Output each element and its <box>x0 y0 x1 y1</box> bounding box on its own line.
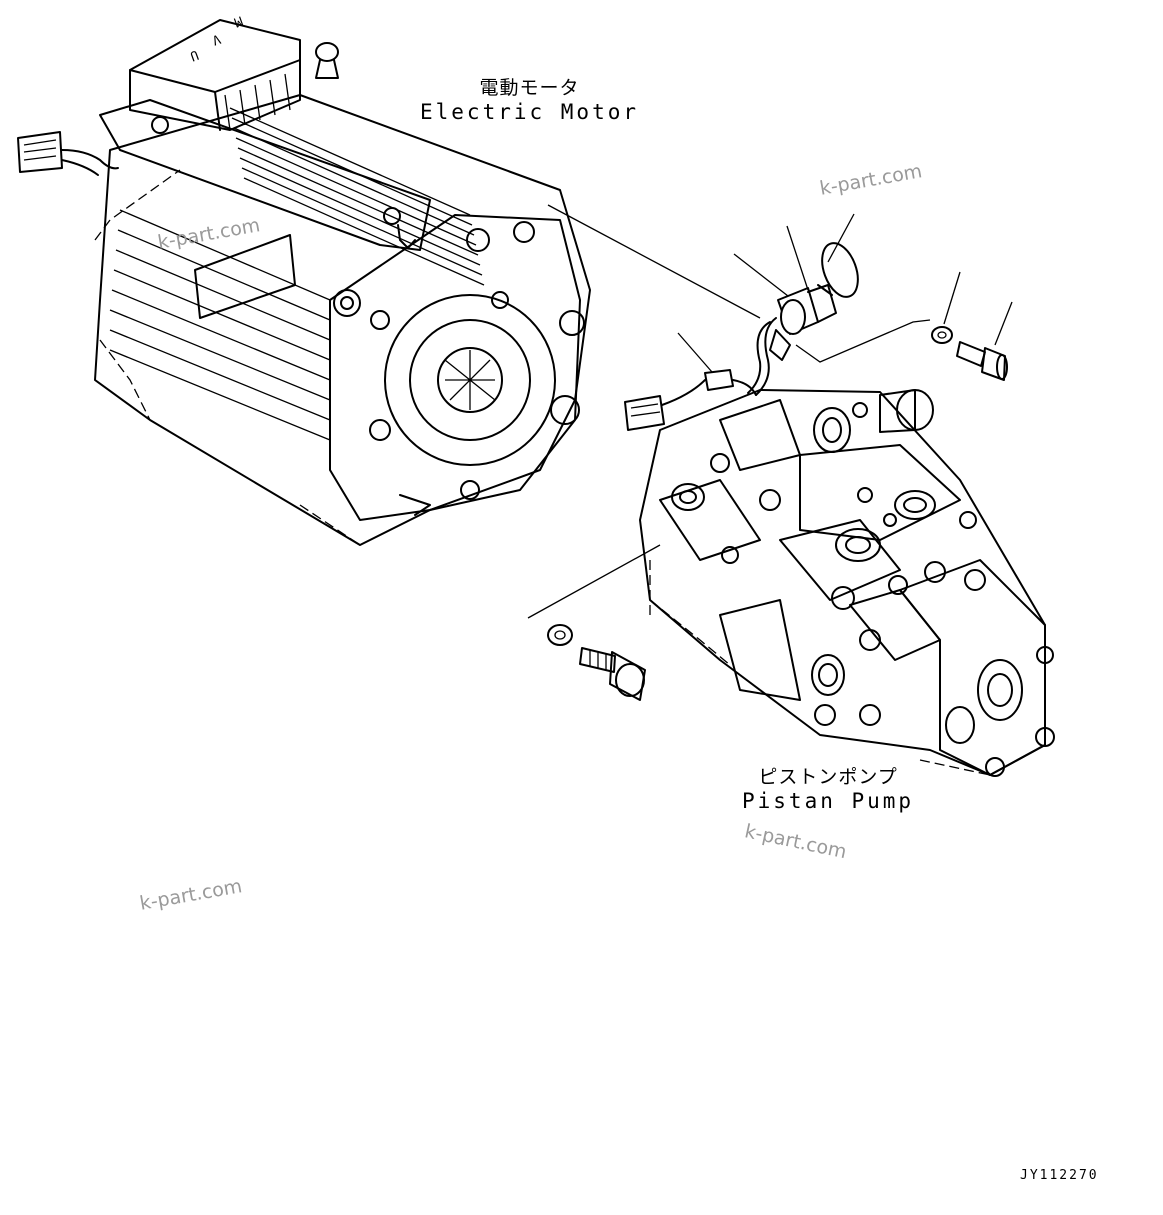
piston-pump-label: ピストンポンプ Pistan Pump <box>742 765 914 813</box>
sensor-harness-assembly <box>624 213 931 431</box>
electric-motor: M V U <box>17 12 591 546</box>
electric-motor-label: 電動モータ Electric Motor <box>420 76 639 124</box>
piston-pump <box>639 389 1055 777</box>
electric-motor-label-jp: 電動モータ <box>479 77 580 99</box>
piston-pump-label-jp: ピストンポンプ <box>758 766 898 788</box>
washer-bolt-right <box>931 271 1013 381</box>
motor-leader-line <box>547 204 761 319</box>
drawing-code: JY112270 <box>1020 1168 1099 1183</box>
motor-lid-letter-v: V <box>210 30 223 47</box>
motor-lid-letter-m: M <box>232 12 245 29</box>
washer-bolt-left <box>527 544 661 701</box>
electric-motor-label-en: Electric Motor <box>420 100 640 124</box>
piston-pump-label-en: Pistan Pump <box>742 789 915 813</box>
motor-lid-letter-u: U <box>188 46 200 63</box>
